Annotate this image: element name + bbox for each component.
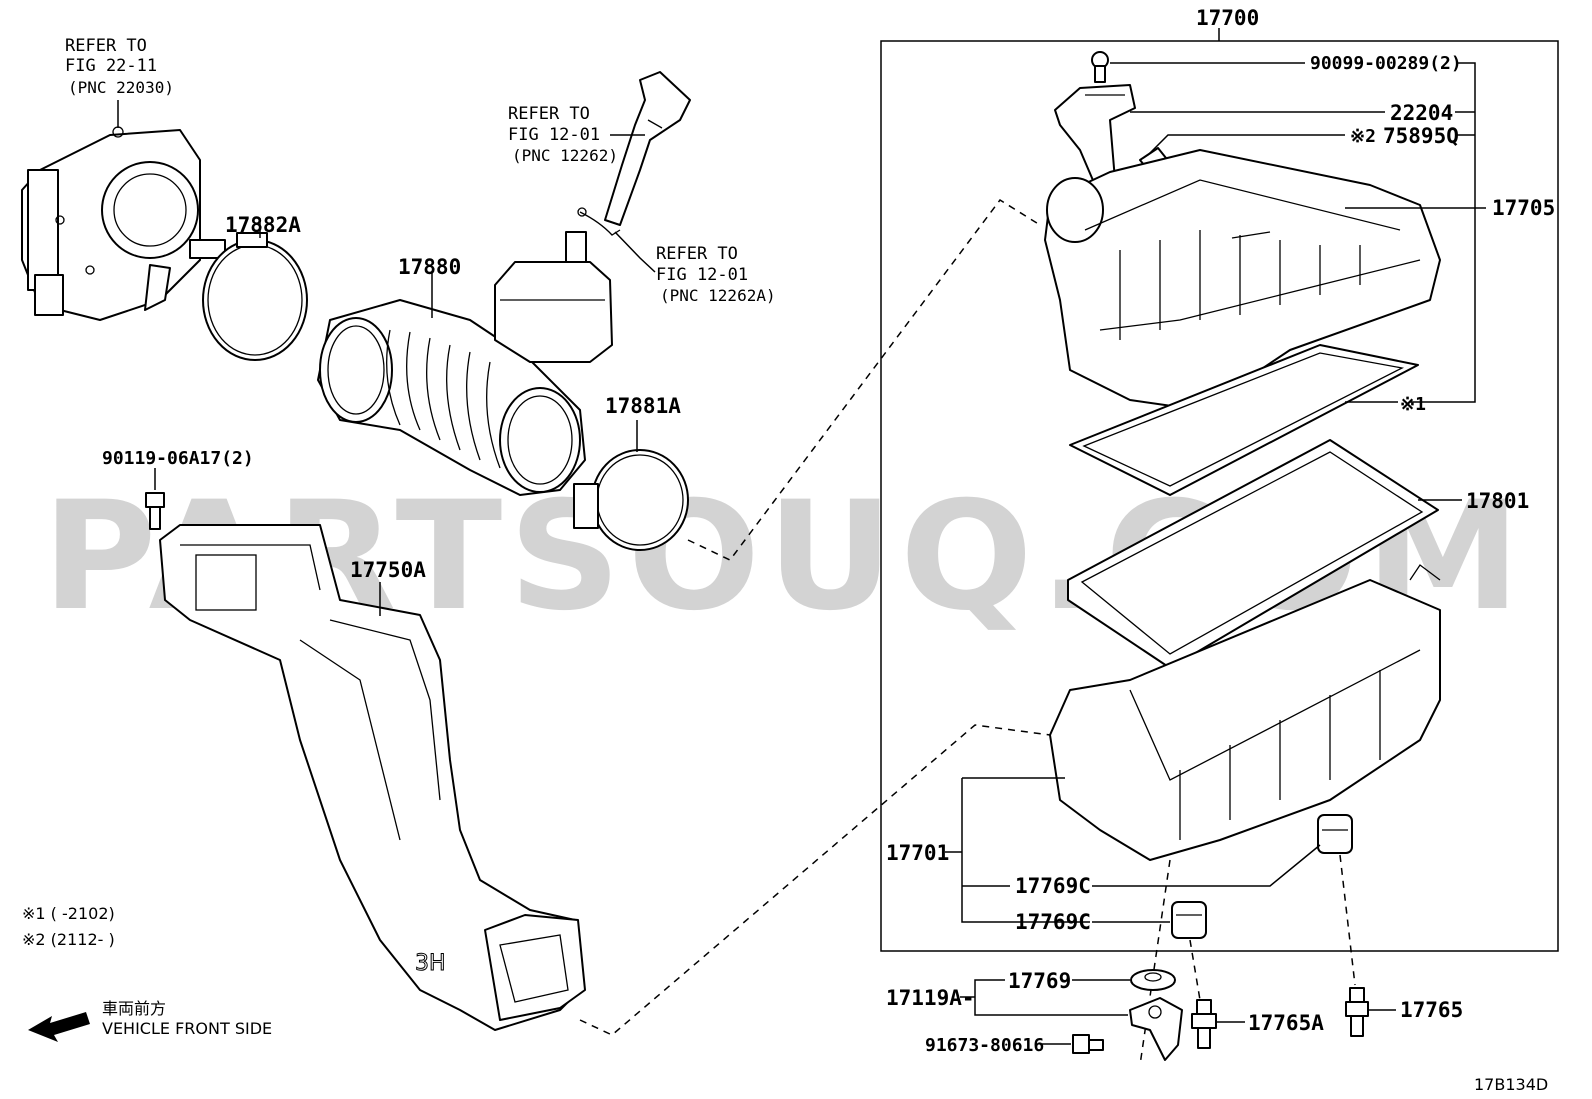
label-91673[interactable]: 91673-80616 — [925, 1035, 1044, 1056]
label-17750a[interactable]: 17750A — [350, 558, 426, 582]
label-17765a[interactable]: 17765A — [1248, 1011, 1324, 1035]
label-17700[interactable]: 17700 — [1196, 6, 1259, 30]
label-22204[interactable]: 22204 — [1390, 101, 1453, 125]
gasket-mark1[interactable] — [1069, 344, 1419, 496]
clamp-17881a[interactable] — [573, 449, 689, 551]
pin-17765[interactable] — [1345, 987, 1369, 1037]
throttle-body[interactable] — [21, 126, 226, 321]
guide-right — [1339, 854, 1356, 986]
footnote-1: ※1 ( -2102) — [22, 904, 115, 923]
ref-throttle-line1: REFER TO — [65, 36, 147, 56]
label-17701[interactable]: 17701 — [886, 841, 949, 865]
pin-17765a[interactable] — [1191, 999, 1217, 1049]
ref-hose-line1: REFER TO — [508, 104, 590, 124]
hose-clip[interactable] — [577, 207, 621, 236]
label-17769c-lower[interactable]: 17769C — [1015, 910, 1091, 934]
bolt-90119[interactable] — [145, 492, 165, 530]
label-17705[interactable]: 17705 — [1492, 196, 1555, 220]
ref-hose-line2: FIG 12-01 — [508, 125, 600, 145]
grommet-17769c-right[interactable] — [1317, 814, 1353, 854]
ref-throttle-line3: (PNC 22030) — [68, 78, 174, 97]
clamp-17882a[interactable] — [202, 232, 308, 361]
bolt-91673[interactable] — [1072, 1034, 1104, 1054]
breather-hose[interactable] — [604, 71, 691, 226]
ref-clip-line3: (PNC 12262A) — [660, 286, 776, 305]
filter-element-17801[interactable] — [1067, 439, 1439, 669]
guide-middle — [1189, 939, 1201, 1001]
label-17881a[interactable]: 17881A — [605, 394, 681, 418]
connection-hose-to-cover — [687, 198, 1041, 561]
airflow-meter-22204[interactable] — [1054, 84, 1136, 186]
svg-text:3H: 3H — [415, 951, 446, 976]
air-duct-17750a[interactable]: 3H — [159, 524, 586, 1031]
label-17765[interactable]: 17765 — [1400, 998, 1463, 1022]
ref-hose-line3: (PNC 12262) — [512, 146, 618, 165]
label-75895q[interactable]: 75895Q — [1383, 124, 1459, 148]
label-17119a[interactable]: 17119A- — [886, 986, 975, 1010]
label-90119[interactable]: 90119-06A17(2) — [102, 448, 254, 469]
ref-clip-line1: REFER TO — [656, 244, 738, 264]
direction-en: VEHICLE FRONT SIDE — [102, 1019, 272, 1038]
intake-hose-17880[interactable] — [317, 299, 586, 496]
label-17769[interactable]: 17769 — [1008, 969, 1071, 993]
resonator[interactable] — [494, 231, 613, 363]
label-17801[interactable]: 17801 — [1466, 489, 1529, 513]
guide-left — [1139, 859, 1171, 1066]
label-17769c-upper[interactable]: 17769C — [1015, 874, 1091, 898]
label-17880[interactable]: 17880 — [398, 255, 461, 279]
connection-duct-to-case — [579, 724, 1051, 1036]
label-17882a[interactable]: 17882A — [225, 213, 301, 237]
washer-17769[interactable] — [1130, 969, 1176, 991]
air-cleaner-case-17701[interactable] — [1049, 564, 1441, 861]
grommet-17769c-lower[interactable] — [1171, 901, 1207, 939]
screw-90099[interactable] — [1091, 51, 1109, 83]
bracket-17701 — [961, 778, 1090, 923]
bracket-17119a[interactable] — [1129, 997, 1183, 1061]
label-mark1[interactable]: ※1 — [1400, 394, 1426, 415]
footnote-2: ※2 (2112- ) — [22, 930, 115, 949]
ref-clip-line2: FIG 12-01 — [656, 265, 748, 285]
figure-code: 17B134D — [1474, 1075, 1548, 1094]
leader-17769c-right — [1092, 844, 1321, 887]
label-75895q-mark: ※2 — [1350, 126, 1376, 147]
ref-throttle-line2: FIG 22-11 — [65, 56, 157, 76]
label-90099[interactable]: 90099-00289(2) — [1310, 53, 1462, 74]
direction-jp: 車両前方 — [102, 999, 166, 1018]
leader-75895q — [1147, 134, 1345, 156]
bracket-cover-group — [1410, 62, 1476, 403]
arrow-left-icon — [28, 1012, 90, 1042]
leader-hose-clip — [614, 231, 656, 273]
air-cleaner-cover-17705[interactable] — [1044, 149, 1441, 411]
